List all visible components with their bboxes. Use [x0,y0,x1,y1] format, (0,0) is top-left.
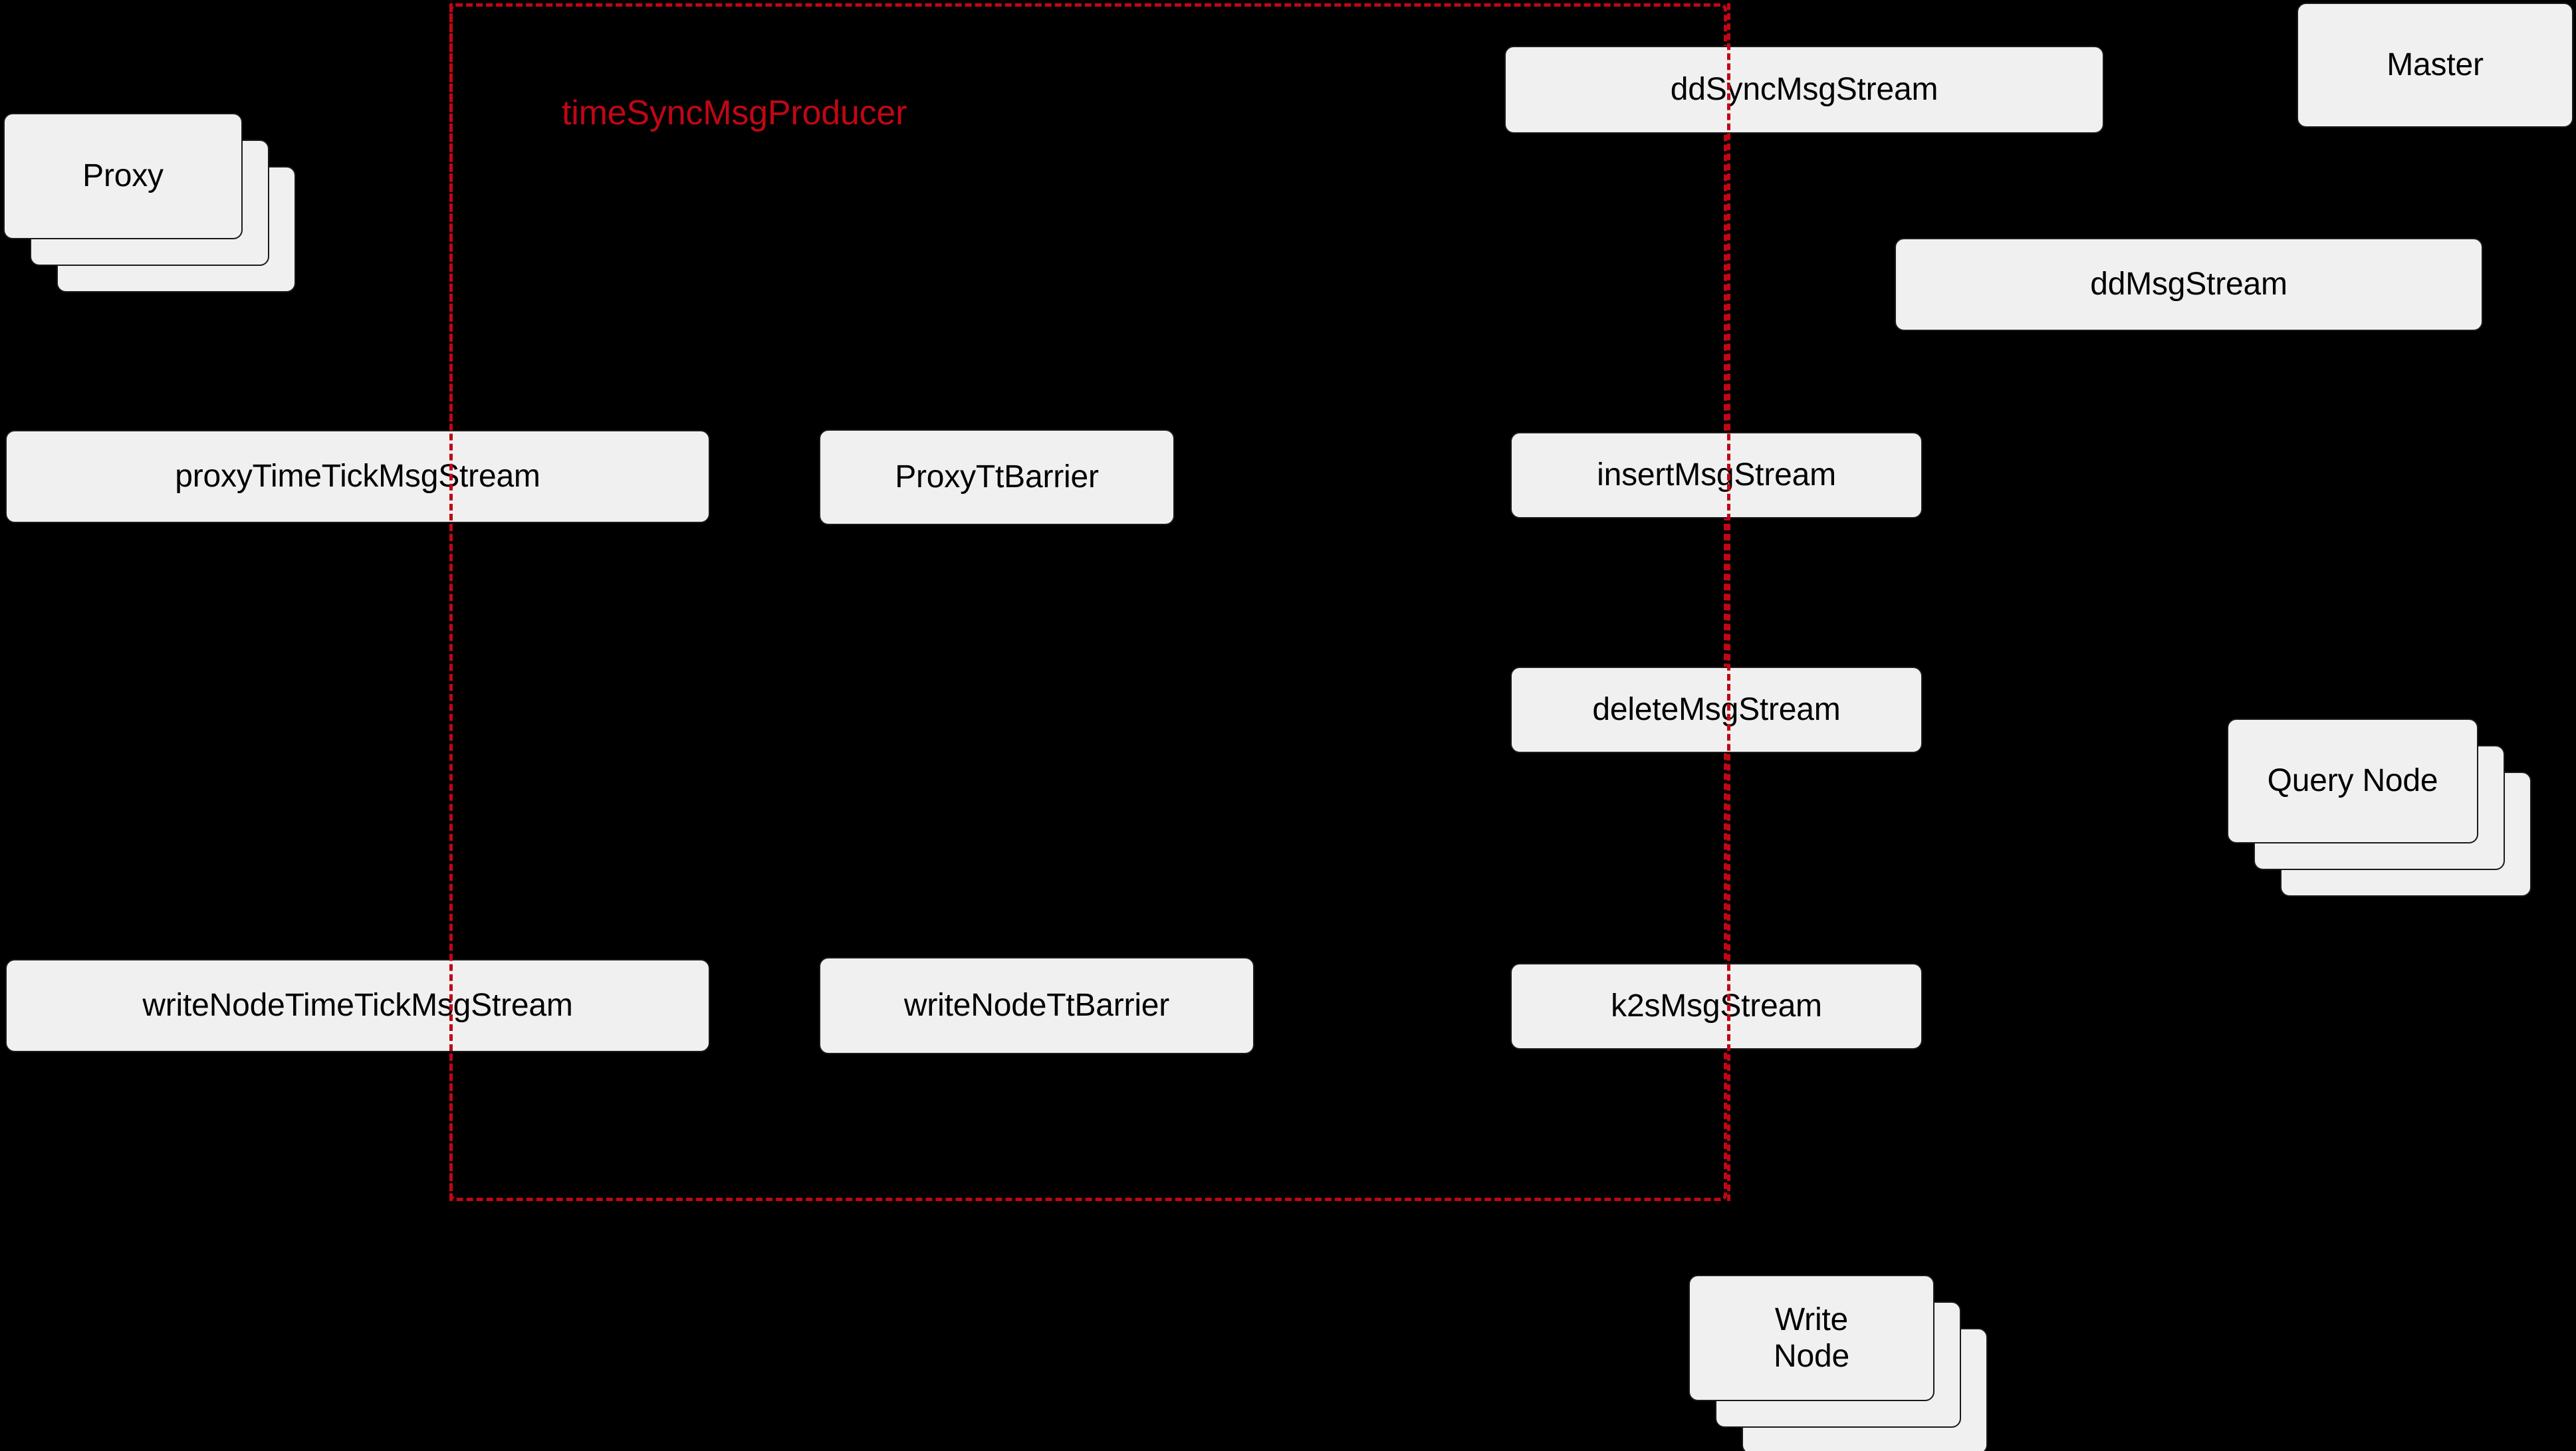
node-writenodettbarrier[interactable]: writeNodeTtBarrier [819,957,1254,1054]
node-stack-proxy[interactable]: Proxy [3,113,296,292]
node-stack-writenode[interactable]: Write Node [1689,1275,1988,1451]
node-ddmsgstream[interactable]: ddMsgStream [1895,238,2483,331]
node-ddsyncmsgstream[interactable]: ddSyncMsgStream [1504,46,2104,134]
node-proxyttbarrier[interactable]: ProxyTtBarrier [819,429,1175,525]
node-insertmsgstream[interactable]: insertMsgStream [1510,432,1923,518]
node-deletemsgstream[interactable]: deleteMsgStream [1510,667,1923,753]
node-master[interactable]: Master [2297,3,2573,128]
node-label-writenode: Write Node [1689,1275,1934,1401]
node-label-proxy: Proxy [3,113,243,239]
node-stack-querynode[interactable]: Query Node [2227,719,2531,897]
node-proxytimetickmsgstream[interactable]: proxyTimeTickMsgStream [5,430,710,523]
node-label-querynode: Query Node [2227,719,2478,843]
node-k2smsgstream[interactable]: k2sMsgStream [1510,963,1923,1050]
node-writenodetimetickmsgstream[interactable]: writeNodeTimeTickMsgStream [5,959,710,1052]
region-label-time-sync-msg-producer: timeSyncMsgProducer [562,94,907,132]
